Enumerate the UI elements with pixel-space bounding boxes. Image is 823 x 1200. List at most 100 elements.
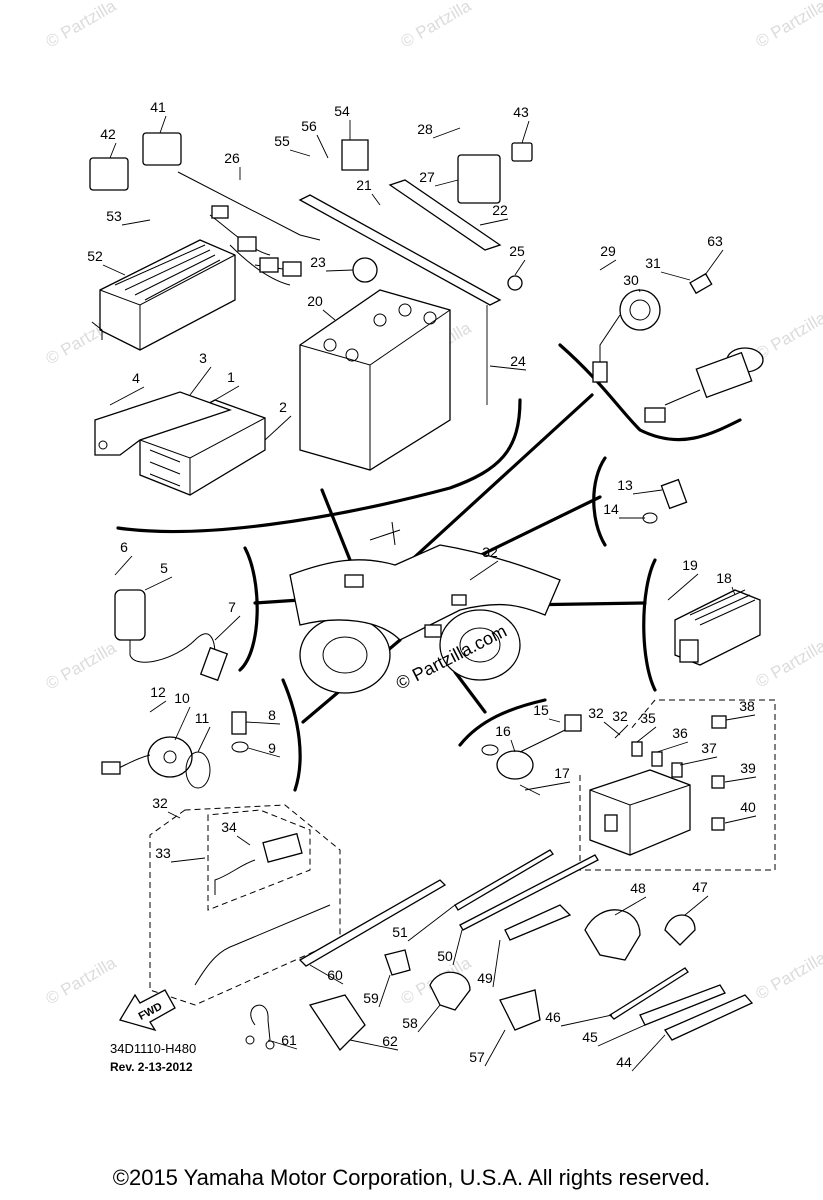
clamp-48	[664, 914, 696, 946]
callout-number: 6	[120, 539, 128, 555]
gasket-9	[231, 741, 249, 753]
callout-number: 32	[612, 708, 628, 724]
speed-sensor	[481, 714, 582, 796]
fuse-box	[589, 769, 691, 856]
band-62-end	[265, 1040, 275, 1050]
callout-leader	[597, 1024, 646, 1047]
nut-25	[507, 275, 523, 291]
callout-number: 56	[301, 118, 317, 134]
watermark: © Partzilla	[753, 948, 823, 1004]
callout-leader	[599, 259, 617, 271]
ignitor-unit	[91, 239, 236, 351]
watermark: © Partzilla	[43, 0, 120, 51]
callout-number: 50	[437, 948, 453, 964]
callout-leader	[484, 1029, 506, 1067]
watermark: © Partzilla	[753, 0, 823, 51]
callout-number: 47	[692, 879, 708, 895]
harness-coupler	[211, 205, 229, 219]
callout-number: 54	[334, 103, 350, 119]
callout-number: 25	[509, 243, 525, 259]
temp-sensor	[660, 478, 688, 510]
callout-number: 30	[623, 272, 639, 288]
callout-leader	[349, 1039, 399, 1051]
fuse-40	[711, 817, 725, 831]
group-divider-coil	[238, 546, 259, 672]
battery-holder	[388, 179, 502, 251]
callout-number: 20	[307, 293, 323, 309]
callout-number: 36	[672, 725, 688, 741]
callout-number: 33	[155, 845, 171, 861]
battery-band	[298, 194, 502, 306]
callout-leader	[514, 259, 526, 276]
atv-vehicle	[289, 521, 561, 694]
harness-group	[149, 804, 341, 1006]
callout-leader	[631, 1034, 666, 1072]
callout-number: 28	[417, 121, 433, 137]
clamp-63	[308, 994, 366, 1052]
cable-tie-51	[459, 854, 599, 931]
pickup-coil	[101, 736, 211, 789]
callout-number: 19	[682, 557, 698, 573]
cable-tie-45	[664, 994, 754, 1041]
callout-number: 11	[195, 710, 210, 726]
callout-leader	[684, 895, 709, 916]
callout-number: 45	[582, 1029, 598, 1045]
group-divider-rectifier	[642, 558, 657, 692]
clamp-50	[504, 904, 572, 941]
callout-number: 3	[199, 350, 207, 366]
callout-leader	[638, 288, 641, 293]
callout-leader	[378, 974, 391, 1008]
watermark: © Partzilla	[43, 953, 120, 1009]
callout-number: 58	[402, 1015, 418, 1031]
callout-number: 17	[554, 765, 570, 781]
callout-number: 34	[221, 819, 237, 835]
callout-leader	[167, 811, 181, 819]
callout-leader	[309, 964, 344, 985]
callout-leader	[603, 721, 621, 736]
harness-coupler	[237, 236, 257, 252]
callout-leader	[524, 781, 571, 791]
callout-number: 9	[268, 740, 276, 756]
callout-number: 13	[617, 477, 633, 493]
callout-leader	[289, 149, 311, 157]
callout-number: 12	[150, 684, 166, 700]
cable-tie-61	[298, 879, 447, 967]
callout-leader	[656, 741, 689, 753]
callout-number: 59	[363, 990, 379, 1006]
fuse-38	[711, 715, 727, 729]
callout-number: 15	[533, 702, 549, 718]
callout-number: 18	[716, 570, 732, 586]
leader-group-key	[393, 393, 594, 577]
watermark: © Partzilla	[753, 636, 823, 692]
callout-leader	[489, 365, 527, 371]
callout-leader	[469, 560, 499, 581]
callout-leader	[236, 835, 251, 846]
callout-number: 42	[100, 126, 116, 142]
callout-number: 24	[510, 353, 526, 369]
callout-leader	[114, 555, 133, 576]
harness-fuse-34	[262, 832, 303, 863]
callout-number: 8	[268, 707, 276, 723]
callout-leader	[245, 721, 281, 725]
callout-leader	[614, 724, 629, 739]
callout-number: 48	[630, 880, 646, 896]
relay-55	[341, 139, 369, 171]
watermark: © Partzilla	[753, 308, 823, 364]
callout-leader	[189, 366, 212, 396]
revision-date: Rev. 2-13-2012	[110, 1060, 193, 1074]
callout-number: 57	[469, 1049, 485, 1065]
callout-leader	[170, 857, 206, 863]
callout-number: 53	[106, 208, 122, 224]
callout-leader	[214, 615, 241, 641]
callout-number: 1	[227, 369, 235, 385]
callout-leader	[725, 714, 756, 721]
leader-group-top	[320, 488, 352, 562]
callout-leader	[432, 127, 461, 139]
callout-leader	[636, 726, 657, 743]
fuse-36	[651, 751, 663, 767]
callout-number: 62	[382, 1033, 398, 1049]
callout-leader	[407, 904, 456, 942]
callout-leader	[724, 776, 757, 783]
callout-leader	[109, 142, 117, 159]
harness-coupler	[282, 261, 302, 277]
